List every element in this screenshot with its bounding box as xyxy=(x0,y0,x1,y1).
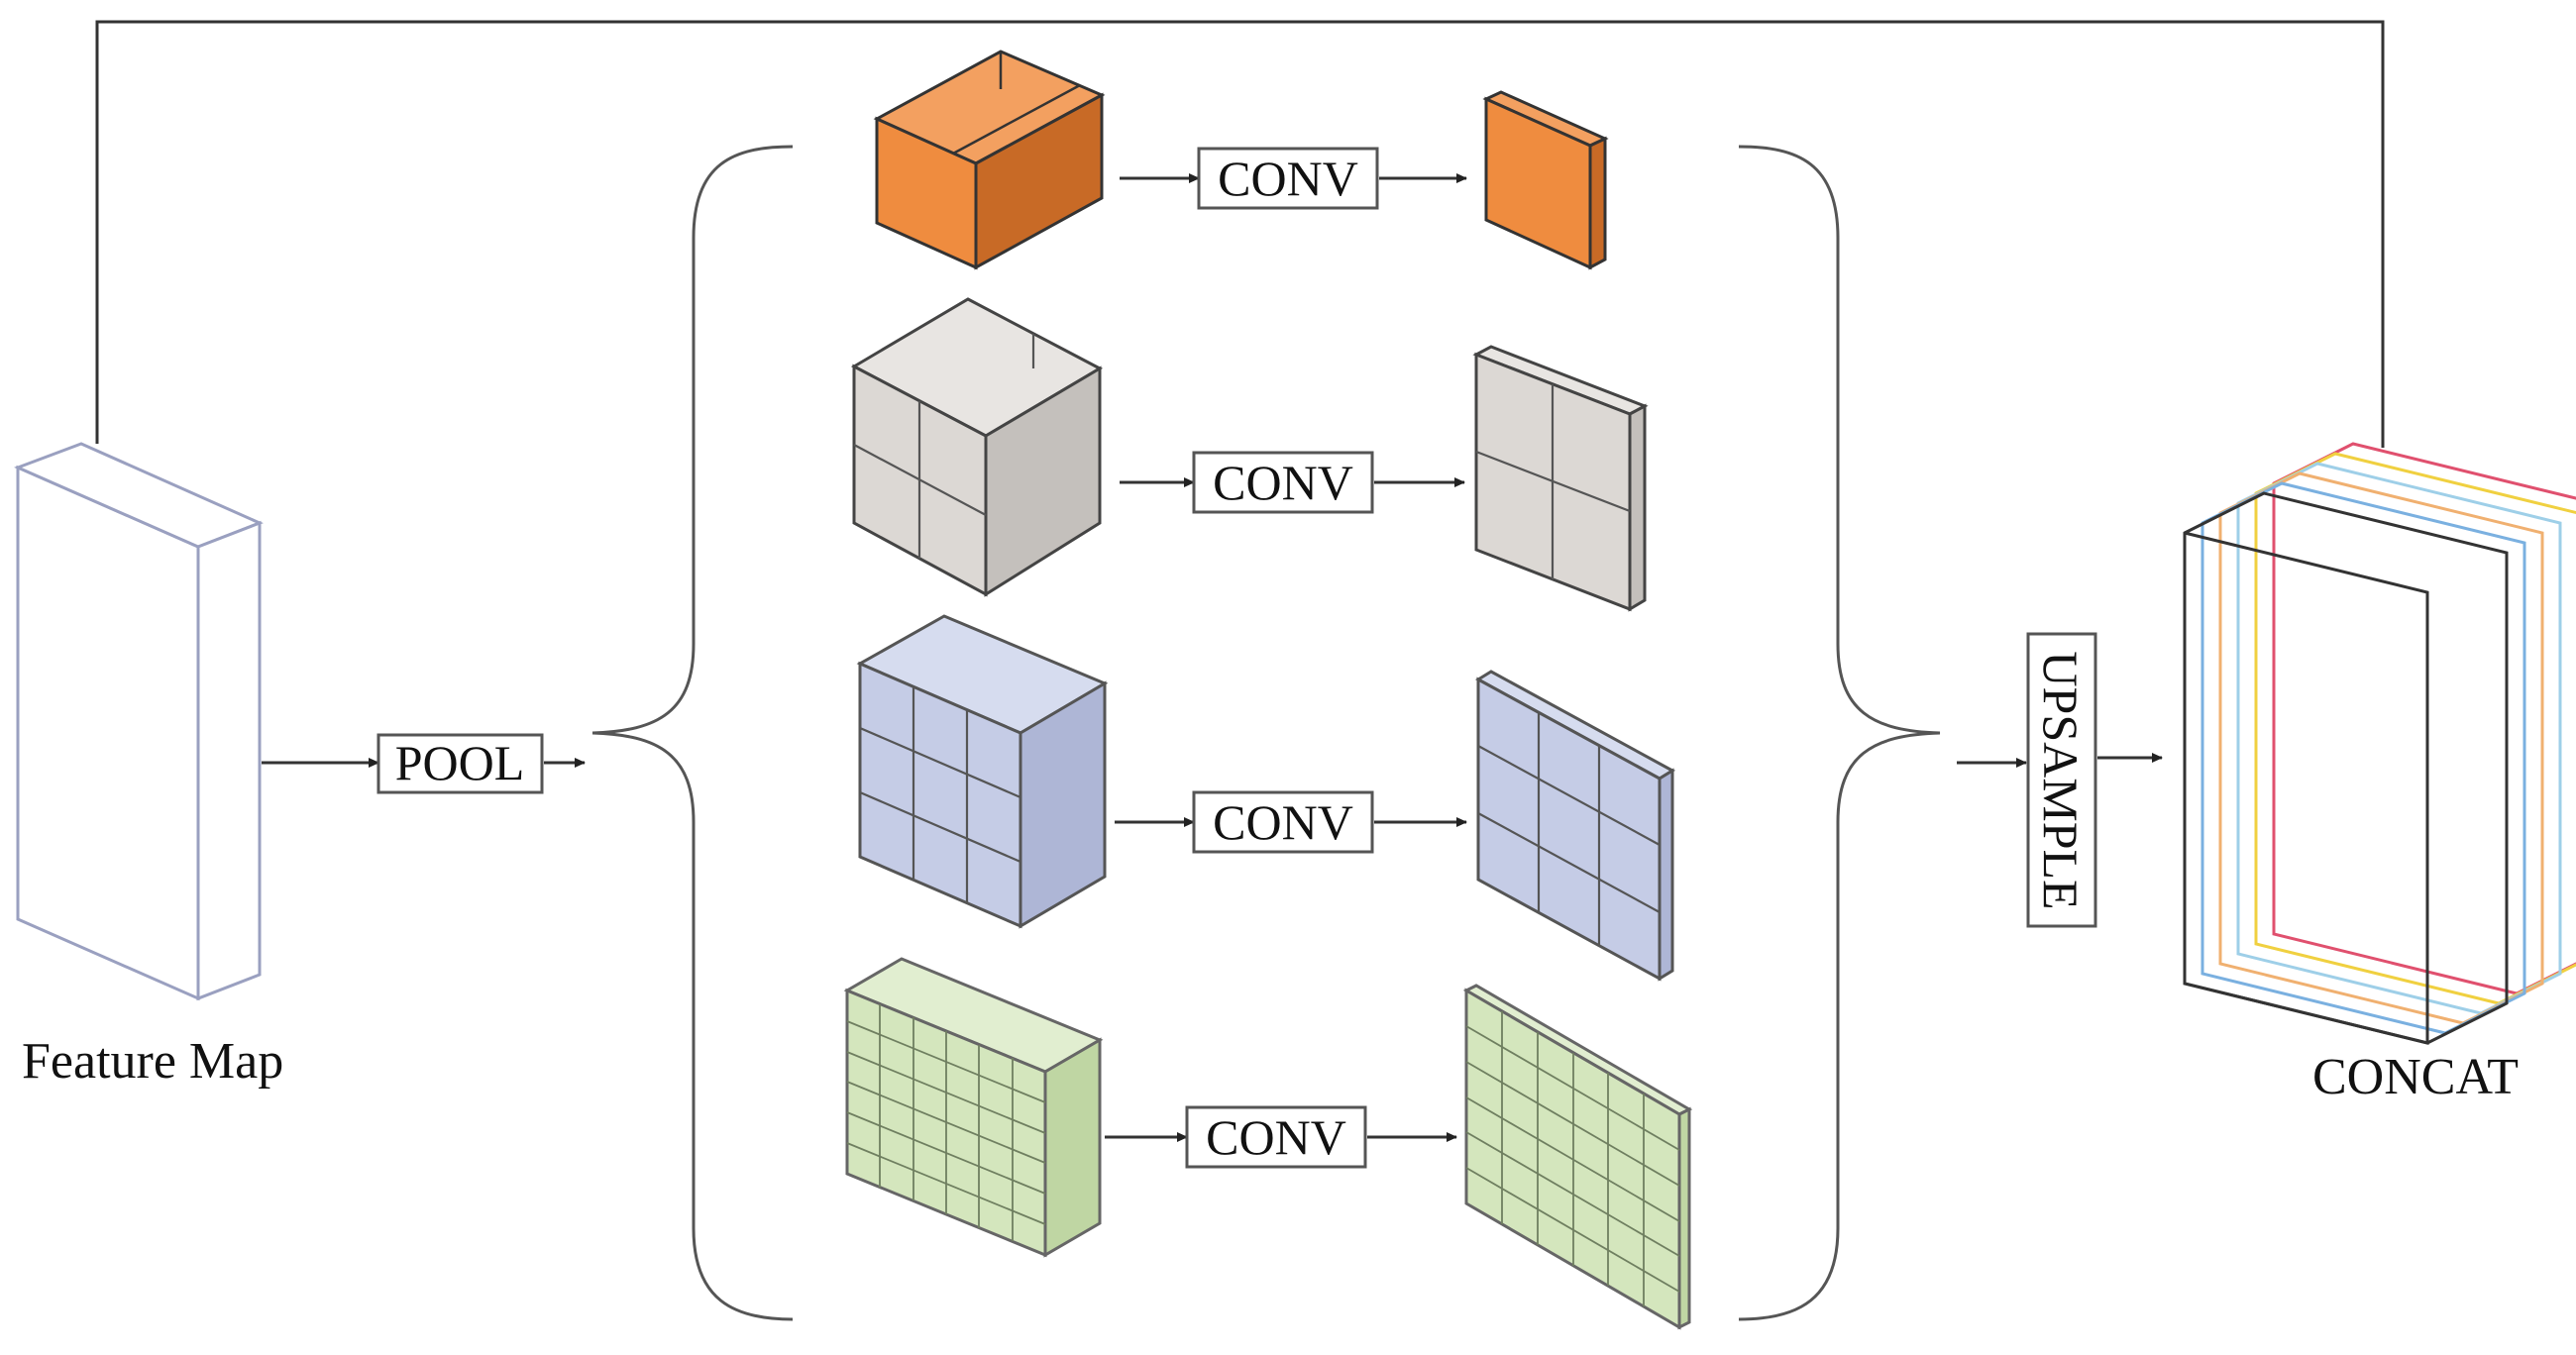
conv-output-6x6 xyxy=(1462,984,1693,1330)
upsample-box xyxy=(2026,632,2097,928)
left-brace xyxy=(591,145,794,1321)
conv-output-1x1 xyxy=(1482,90,1609,270)
feature-map-block xyxy=(14,442,264,1001)
skip-connection-line xyxy=(95,20,2385,448)
concat-layer-4 xyxy=(2218,471,2544,1025)
conv-output-6x6-grid xyxy=(1465,1011,1680,1306)
concat-block xyxy=(2183,442,2576,1045)
concat-layer-5 xyxy=(2200,481,2526,1035)
upsample-label: UPSAMPLE xyxy=(2033,651,2089,909)
pooled-block-2x2 xyxy=(850,297,1104,597)
pooled-block-3x3 xyxy=(856,614,1109,929)
pool-label: POOL xyxy=(395,735,525,790)
conv-label-3: CONV xyxy=(1213,794,1353,850)
branch-2: CONV xyxy=(850,297,1649,612)
concat-label: CONCAT xyxy=(2312,1049,2519,1105)
concat-layer-6 xyxy=(2183,491,2509,1045)
branch-4: CONV xyxy=(843,957,1693,1330)
conv-output-3x3 xyxy=(1475,670,1675,982)
concat-layer-2 xyxy=(2254,452,2576,1005)
conv-label-1: CONV xyxy=(1218,151,1358,206)
conv-box-1 xyxy=(1197,147,1379,210)
conv-box-4 xyxy=(1185,1105,1367,1169)
branch-1: CONV xyxy=(873,50,1609,270)
pooled-block-1x1 xyxy=(873,50,1106,270)
pooled-block-6x6-grid xyxy=(846,1004,1046,1241)
pooled-block-6x6 xyxy=(843,957,1104,1258)
right-brace xyxy=(1738,145,1941,1321)
concat-front-face xyxy=(2183,531,2429,1045)
branch-3: CONV xyxy=(856,614,1675,982)
concat-layer-3 xyxy=(2236,462,2562,1015)
conv-output-2x2 xyxy=(1472,345,1649,612)
conv-label-4: CONV xyxy=(1206,1109,1346,1165)
conv-label-2: CONV xyxy=(1213,455,1353,510)
pool-box xyxy=(376,733,544,794)
conv-box-3 xyxy=(1192,790,1374,854)
feature-map-label: Feature Map xyxy=(22,1033,283,1090)
conv-box-2 xyxy=(1192,451,1374,514)
concat-layer-1 xyxy=(2272,442,2576,995)
